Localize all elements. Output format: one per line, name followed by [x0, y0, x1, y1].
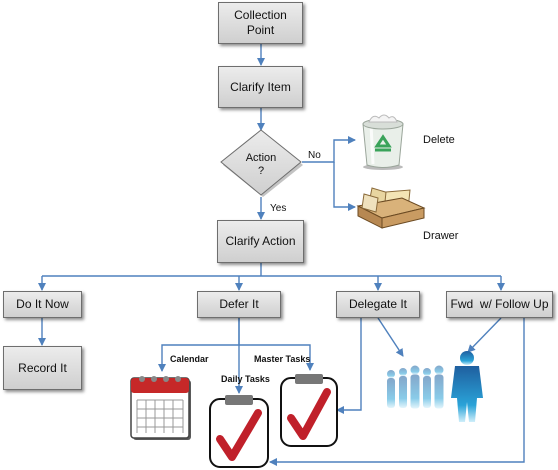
master-tasks-label: Master Tasks [254, 354, 311, 364]
calendar-icon [130, 376, 191, 440]
collection-point-box: Collection Point [218, 2, 303, 44]
do-it-now-box: Do It Now [3, 291, 82, 318]
calendar-label: Calendar [170, 354, 209, 364]
edge-action-no [302, 136, 356, 163]
edge-delegate-master [336, 318, 362, 414]
fwd-follow-up-box: Fwd w/ Follow Up [446, 291, 553, 318]
clipboard-check-icon [209, 395, 269, 468]
edge-label-yes: Yes [270, 203, 287, 214]
action-decision-diamond [220, 129, 303, 197]
edge-fwd-daily [269, 318, 525, 466]
delegate-it-box: Delegate It [336, 291, 420, 318]
defer-it-box: Defer It [197, 291, 281, 318]
action-label: Action ? [245, 152, 277, 177]
clipboard-check-icon [280, 374, 338, 447]
edge-delegate-people [377, 317, 404, 357]
people-group-icon [387, 351, 483, 422]
daily-tasks-label: Daily Tasks [221, 374, 270, 384]
recycle-bin-icon [362, 114, 404, 170]
drawer-label: Drawer [423, 230, 459, 242]
drawer-icon [356, 187, 426, 229]
clarify-action-box: Clarify Action [217, 220, 304, 263]
clarify-item-box: Clarify Item [218, 66, 303, 108]
edge-fwd-people [467, 317, 502, 353]
delete-label: Delete [423, 134, 455, 146]
record-it-box: Record It [3, 346, 82, 390]
edge-defer-master [239, 344, 314, 371]
edge-label-no: No [308, 150, 321, 161]
